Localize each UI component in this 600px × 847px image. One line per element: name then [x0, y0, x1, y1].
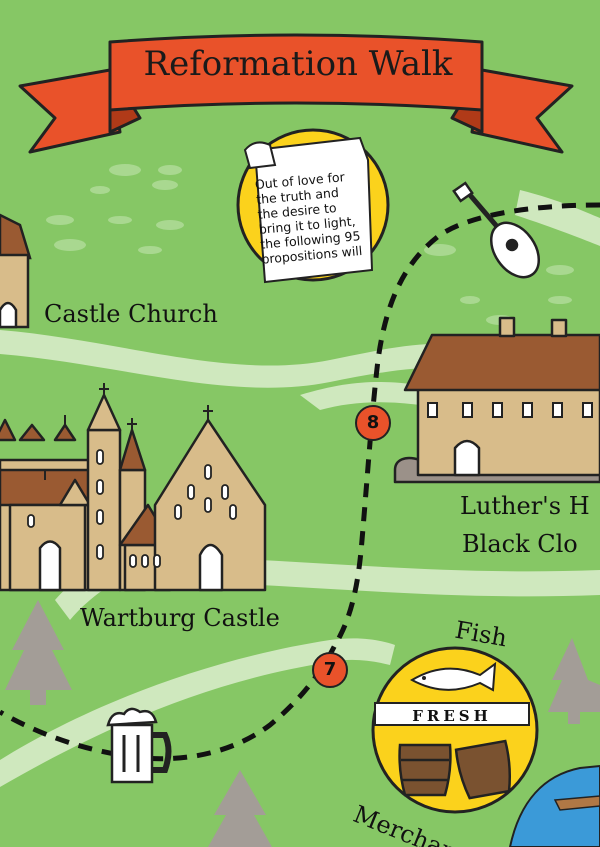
water	[508, 764, 600, 847]
tree-icon	[5, 600, 600, 847]
stop-marker-8[interactable]: 8	[355, 405, 391, 441]
scroll-quote: Out of love for the truth and the desire…	[254, 167, 373, 267]
map-title: Reformation Walk	[143, 44, 453, 84]
luthers-house-label-line1[interactable]: Luther's H	[460, 492, 590, 520]
castle-church-building	[0, 213, 32, 329]
luthers-house-building	[393, 316, 600, 484]
scroll-icon	[236, 128, 390, 284]
luthers-house-label-line2[interactable]: Black Clo	[462, 530, 578, 558]
title-banner	[18, 33, 574, 154]
fish-icon	[409, 661, 497, 692]
walking-route	[0, 202, 600, 762]
barrel-icon	[398, 739, 512, 800]
lute-icon	[452, 181, 541, 279]
stop-marker-7[interactable]: 7	[312, 652, 348, 688]
beer-mug-icon	[106, 707, 172, 784]
fish-merchant-sign	[371, 646, 539, 814]
castle-church-label[interactable]: Castle Church	[44, 300, 218, 328]
wartburg-castle-label[interactable]: Wartburg Castle	[80, 604, 280, 632]
fresh-sign: FRESH	[374, 702, 530, 726]
